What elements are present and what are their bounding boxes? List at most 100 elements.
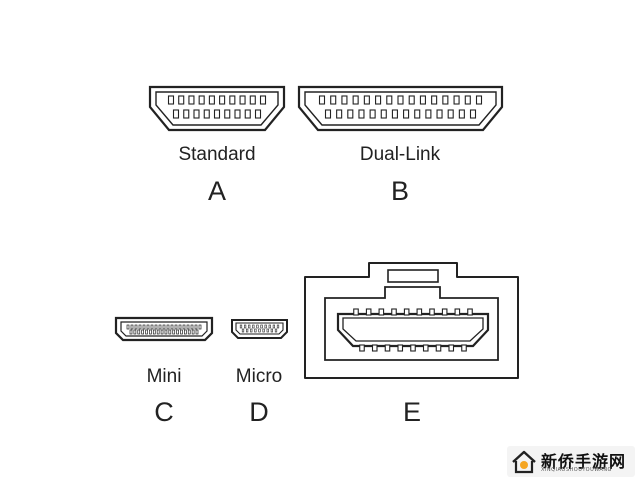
connector-a-bottom-pin — [172, 109, 180, 119]
connector-a-top-pin — [178, 95, 185, 105]
connector-c-bottom-pin — [176, 329, 179, 335]
connector-b-bottom-pin — [324, 109, 332, 119]
connector-d-bottom-pin — [266, 328, 269, 333]
connector-e-bottom-pin — [448, 344, 455, 352]
connector-c-bottom-pin — [187, 329, 191, 335]
connector-d-top-pin — [276, 324, 280, 329]
connector-c-bottom-pin — [156, 329, 160, 335]
connector-d-bottom-pin — [241, 328, 245, 333]
watermark-text: 新侨手游网 — [541, 452, 627, 471]
connector-c-top-pin — [130, 324, 134, 330]
connector-b-bottom-pin — [414, 109, 421, 119]
connector-d-bottom-pin — [258, 328, 261, 333]
connector-d-top-pin — [256, 324, 259, 329]
connector-b-top-pin — [341, 95, 348, 105]
connector-a-bottom-pin — [183, 109, 190, 119]
connector-a-top-pin — [198, 95, 205, 105]
connector-b-letter-label: B — [391, 176, 409, 206]
connector-e-bottom-pin — [435, 344, 442, 352]
connector-c-bottom-pin — [180, 329, 183, 335]
connector-b-top-pin — [375, 95, 382, 105]
connector-d-bottom-pin — [246, 328, 249, 333]
connector-b-pins — [318, 95, 483, 119]
connector-e-top-pin — [467, 308, 473, 316]
connector-a-top-pin — [249, 95, 256, 105]
connector-e-bottom-pin — [359, 344, 365, 352]
connector-e-plug-shell — [336, 312, 490, 348]
connector-c-top-pin — [154, 324, 158, 330]
connector-b-bottom-pin — [403, 109, 410, 119]
connector-b-bottom-pin — [425, 109, 432, 119]
connector-a-bottom-pin — [213, 109, 221, 119]
connector-a-bottom-pin — [244, 109, 251, 119]
connector-b-bottom-pin — [358, 109, 365, 119]
connector-c-bottom-pin — [152, 329, 156, 335]
connector-c-bottom-pin — [160, 329, 164, 335]
connector-e-top-pin — [416, 308, 423, 316]
connector-c-bottom-pin — [133, 329, 137, 335]
connector-a-top-pin — [259, 95, 267, 105]
connector-c-bottom-pin — [172, 329, 176, 335]
connector-c-top-pin — [146, 324, 150, 330]
connector-d-pins — [239, 324, 280, 333]
connector-b-top-pin — [352, 95, 359, 105]
connector-b-inner-contour — [304, 91, 497, 126]
connector-c-bottom-pin — [129, 329, 133, 335]
connector-d-top-pin — [272, 324, 275, 329]
connector-b-bottom-pin — [391, 109, 398, 119]
connector-a-bottom-pin — [254, 109, 262, 119]
connector-c-bottom-pin — [184, 329, 187, 335]
connector-a-standard — [148, 85, 286, 132]
connector-e-top-pin — [429, 308, 435, 316]
connector-c-letter-label: C — [154, 397, 174, 427]
connector-d-outer-shell — [231, 319, 288, 339]
connector-d-top-pin — [264, 324, 267, 329]
house-logo-icon — [512, 450, 536, 474]
connector-e-top-pin — [353, 308, 359, 316]
connector-b-top-pin — [397, 95, 404, 105]
connector-b-top-pin — [386, 95, 393, 105]
connector-a-outer-shell — [148, 85, 286, 132]
connector-b-dual-link — [297, 85, 504, 132]
watermark-badge: 新侨手游网 XINQIAOSHOUYOUWANG — [507, 446, 635, 477]
connector-e-top-pin — [403, 308, 410, 316]
connector-b-top-pin — [475, 95, 483, 105]
connector-e-letter-label: E — [403, 397, 421, 427]
connector-c-top-pin — [162, 324, 166, 330]
connector-c-top-pin — [186, 324, 190, 330]
connector-c-bottom-pin — [168, 329, 172, 335]
connector-a-bottom-pin — [203, 109, 210, 119]
connector-b-outer-shell — [297, 85, 504, 132]
connector-d-inner-contour — [235, 322, 284, 335]
connector-d-top-pin — [239, 324, 243, 329]
connector-b-bottom-pin — [347, 109, 354, 119]
connector-c-bottom-pin — [149, 329, 152, 335]
connector-e-top-pin — [391, 308, 397, 316]
connector-e-bottom-pin — [422, 344, 429, 352]
connector-b-bottom-pin — [336, 109, 343, 119]
connector-a-top-pin — [167, 95, 175, 105]
connector-b-bottom-pin — [458, 109, 465, 119]
connector-c-bottom-pin — [137, 329, 141, 335]
connector-c-bottom-pin — [164, 329, 168, 335]
connector-d-name-label: Micro — [236, 366, 282, 387]
connector-c-top-pin — [166, 324, 170, 330]
connector-a-top-pin — [219, 95, 226, 105]
connector-d-top-pin — [244, 324, 247, 329]
connector-c-outer-shell — [114, 316, 214, 342]
connector-b-bottom-pin — [447, 109, 454, 119]
connector-c-top-pin — [158, 324, 162, 330]
connector-a-name-label: Standard — [178, 144, 255, 165]
connector-b-top-pin — [464, 95, 471, 105]
connector-b-top-pin — [363, 95, 370, 105]
connector-a-top-pin — [188, 95, 195, 105]
connector-a-bottom-pin — [193, 109, 200, 119]
connector-c-name-label: Mini — [147, 366, 182, 387]
connector-e-locking-tab — [387, 269, 439, 283]
connector-d-top-pin — [248, 324, 251, 329]
connector-e-bottom-pin — [461, 344, 467, 352]
connector-b-bottom-pin — [369, 109, 376, 119]
connector-e-inner-frame — [324, 286, 499, 361]
connector-c-pins — [126, 324, 202, 335]
